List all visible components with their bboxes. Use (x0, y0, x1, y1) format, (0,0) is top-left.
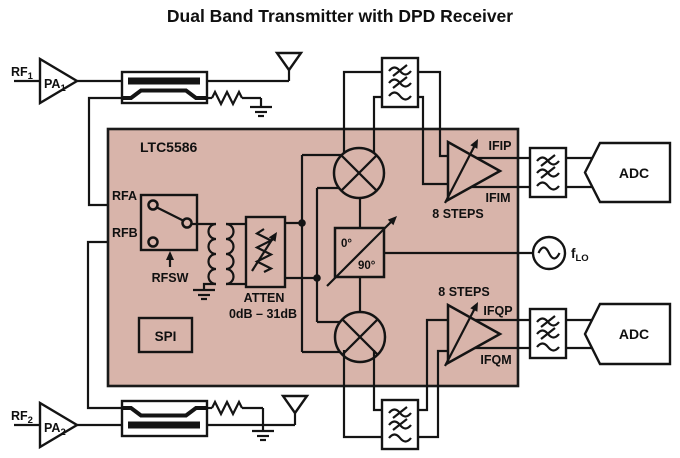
coupler1-coupled-line (122, 88, 207, 100)
i-output-chain: ADC (528, 141, 672, 204)
rfsw-label: RFSW (152, 271, 189, 285)
q-steps-label: 8 STEPS (438, 285, 489, 299)
coupler2-coupled-line (122, 406, 207, 418)
phase-90-label: 90° (358, 260, 376, 272)
rf1-label: RF1 (11, 65, 34, 82)
rf-switch-icon: RFSW (139, 193, 199, 285)
lo-source: fLO (384, 235, 589, 271)
coupler2-through-bar (128, 421, 200, 429)
adc-i-label: ADC (619, 165, 649, 181)
ground3-icon (193, 288, 215, 301)
adc-q-icon (583, 302, 672, 366)
adc-i-icon (583, 141, 672, 204)
transformer-icon (191, 222, 246, 301)
primary-winding (207, 222, 217, 286)
coupler2-icon (120, 399, 209, 438)
junction-dot (313, 274, 321, 282)
termination1 (207, 89, 272, 118)
coupler1-through-bar (128, 77, 200, 85)
i-amp: 8 STEPS IFIP IFIM (432, 139, 530, 221)
switch-arm (156, 206, 184, 222)
diagram-title: Dual Band Transmitter with DPD Receiver (167, 6, 513, 26)
rf2-label: RF2 (11, 409, 33, 426)
pin-rfb-label: RFB (112, 226, 138, 240)
lowpass-filter-i-icon (528, 146, 568, 199)
q-output-chain: ADC (528, 302, 672, 366)
ifqm-label: IFQM (480, 353, 511, 367)
sine-icon (537, 246, 561, 260)
termination2 (207, 399, 274, 442)
secondary-winding (225, 222, 235, 286)
ifqp-label: IFQP (483, 304, 512, 318)
q-filter-loop (342, 318, 448, 451)
ifim-label: IFIM (486, 191, 511, 205)
coupler2-box (120, 399, 209, 438)
antenna1-icon (274, 51, 304, 81)
flo-label: fLO (571, 246, 589, 264)
phase-0-label: 0° (341, 238, 352, 250)
atten-arrow-head (268, 232, 277, 242)
bandpass-filter-top-icon (380, 56, 420, 109)
ifip-label: IFIP (489, 139, 512, 153)
i-steps-label: 8 STEPS (432, 207, 483, 221)
mixer-q-icon (333, 310, 387, 364)
coupler1-icon (120, 70, 209, 105)
spi-block: SPI (137, 316, 194, 354)
pa2-amplifier-icon (38, 400, 80, 450)
junction-dot (298, 219, 306, 227)
bandpass-filter-bottom-icon (380, 398, 420, 451)
pa1-amplifier-icon (38, 56, 80, 106)
rf2-input-path: RF2 PA2 (11, 240, 310, 450)
antenna2-icon (280, 394, 310, 425)
switch-contact-b (147, 236, 159, 248)
pin-rfa-label: RFA (112, 189, 137, 203)
attenuator-icon: ATTEN 0dB – 31dB (229, 215, 297, 321)
chip-part-number: LTC5586 (140, 139, 198, 155)
lowpass-filter-q-icon (528, 307, 568, 360)
q-amp: 8 STEPS IFQP IFQM (438, 285, 530, 367)
pa2-label: PA2 (44, 421, 66, 438)
atten-range-label: 0dB – 31dB (229, 307, 297, 321)
phase-shifter-icon: 0° 90° (326, 216, 397, 287)
mixer-i-icon (332, 146, 386, 200)
resistor2-icon (211, 399, 243, 417)
switch-contact-common (181, 217, 193, 229)
resistor1-icon (211, 89, 243, 107)
i-filter-loop (342, 56, 448, 186)
i-amp-icon (446, 139, 503, 203)
phase-arrow-head (387, 216, 397, 226)
adc-q-label: ADC (619, 326, 649, 342)
i-amp-arrow-head (470, 139, 478, 149)
switch-contact-a (147, 199, 159, 211)
rfsw-arrow-icon (166, 251, 174, 260)
spi-label: SPI (155, 329, 177, 344)
ground1-icon (250, 105, 272, 118)
pa1-label: PA1 (44, 77, 66, 94)
atten-label: ATTEN (244, 291, 285, 305)
q-amp-icon (446, 302, 503, 366)
ground2-icon (252, 429, 274, 442)
q-amp-arrow-head (470, 302, 478, 312)
